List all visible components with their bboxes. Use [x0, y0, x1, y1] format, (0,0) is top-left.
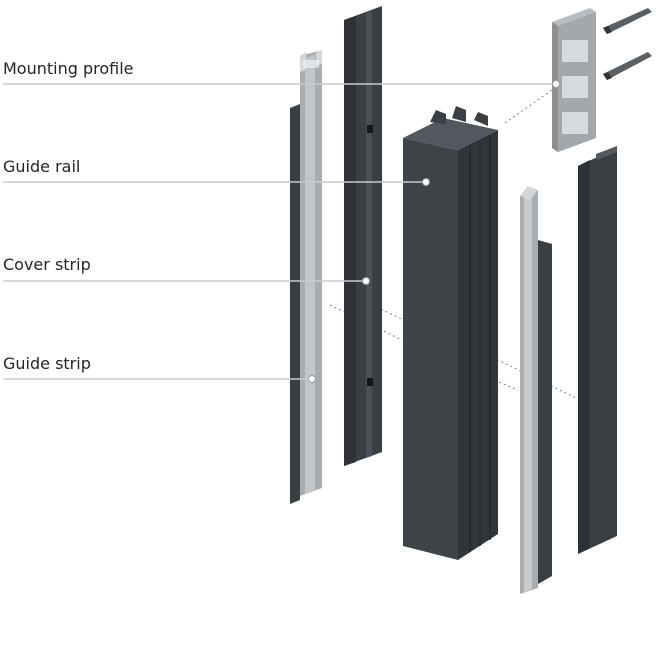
callout-leader-mounting-profile [3, 80, 560, 88]
callout-label-mounting-profile: Mounting profile [3, 59, 134, 78]
callout-label-guide-rail: Guide rail [3, 157, 81, 176]
guide-rail-part [403, 106, 498, 560]
screw-icon [603, 8, 652, 34]
guide-strip-part [290, 50, 322, 504]
callout-leader-cover-strip [3, 277, 370, 285]
callout-label-guide-strip: Guide strip [3, 354, 91, 373]
callout-leader-guide-strip [3, 375, 316, 383]
inner-guide-strip-part [520, 186, 552, 594]
mounting-profile-part [552, 8, 596, 152]
screw-icon [603, 52, 652, 80]
cover-strip-part [344, 6, 382, 466]
callout-label-cover-strip: Cover strip [3, 255, 91, 274]
callout-leader-guide-rail [3, 178, 430, 186]
outer-cover-strip-part [578, 146, 617, 554]
